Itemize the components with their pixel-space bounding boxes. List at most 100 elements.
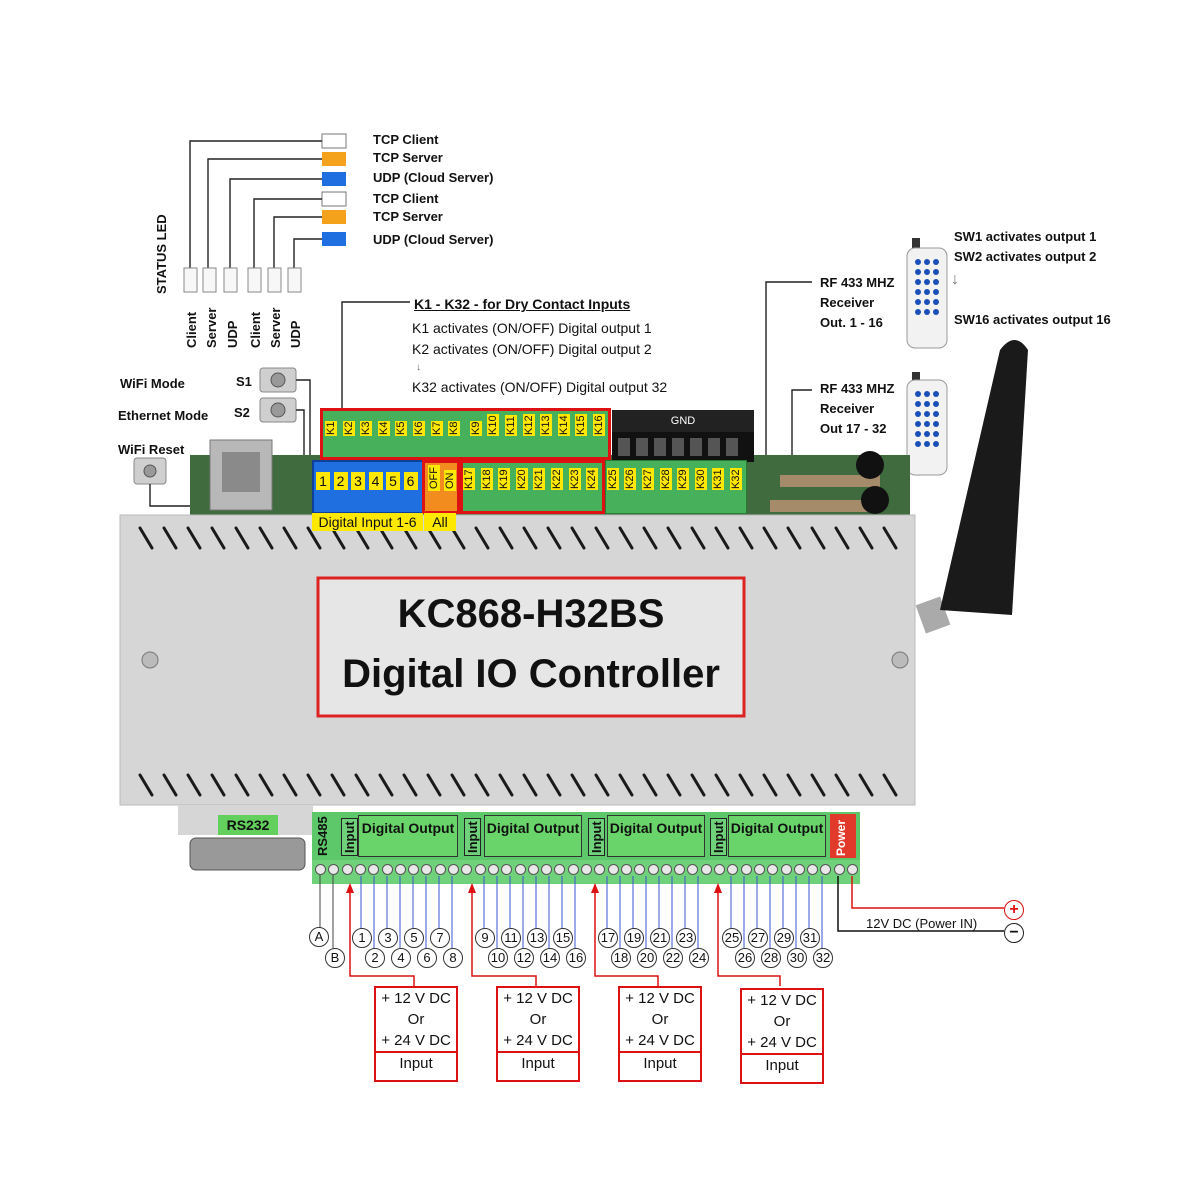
digital-input-terminal: 2 xyxy=(333,472,348,490)
screw-terminal xyxy=(394,864,406,875)
wifi-mode-label: WiFi Mode xyxy=(120,376,185,391)
remote-control-icon xyxy=(906,372,948,476)
output-number-label: 16 xyxy=(566,948,586,968)
legend-label: TCP Client xyxy=(373,132,439,147)
all-label: All xyxy=(424,513,456,531)
digital-output-label-1: Digital Output xyxy=(358,815,458,857)
screw-terminal xyxy=(753,864,765,875)
output-number-label: 8 xyxy=(443,948,463,968)
screw-terminal xyxy=(807,864,819,875)
screw-terminal xyxy=(448,864,459,875)
output-number-label: 26 xyxy=(735,948,755,968)
output-number-label: 19 xyxy=(624,928,644,948)
gnd-label: GND xyxy=(670,415,696,427)
screw-icon xyxy=(891,651,909,669)
output-number-label: 17 xyxy=(598,928,618,948)
screw-terminal xyxy=(527,864,539,875)
swatch-udp-2 xyxy=(322,232,346,246)
swatch-tcp-server-2 xyxy=(322,210,346,224)
s1-button[interactable] xyxy=(259,367,297,393)
output-number-label: 3 xyxy=(378,928,398,948)
screw-terminal xyxy=(620,864,632,875)
device-model: KC868-H32BS xyxy=(397,592,665,636)
screw-terminal xyxy=(727,864,739,875)
output-number-label: 11 xyxy=(501,928,521,948)
wifi-reset-button[interactable] xyxy=(133,457,167,485)
screw-terminal xyxy=(594,864,606,875)
rs232-label: RS232 xyxy=(218,815,278,835)
digital-output-label-2: Digital Output xyxy=(484,815,582,857)
screw-terminal xyxy=(674,864,686,875)
digital-input-terminal: 1 xyxy=(316,472,330,490)
digital-input-terminal: 6 xyxy=(403,472,418,490)
screw-terminal xyxy=(700,864,712,875)
output-number-label: 23 xyxy=(676,928,696,948)
screw-terminal xyxy=(647,864,659,875)
screw-terminal xyxy=(554,864,566,875)
output-number-label: 18 xyxy=(611,948,631,968)
screw-terminal xyxy=(461,864,473,875)
screw-terminal xyxy=(487,864,499,875)
gnd-header xyxy=(612,410,754,432)
sw1-note: SW1 activates output 1 xyxy=(954,229,1097,244)
screw-terminal xyxy=(660,864,672,875)
db9-connector xyxy=(189,837,306,871)
output-number-label: 9 xyxy=(475,928,495,948)
output-number-label: 24 xyxy=(689,948,709,968)
screw-terminal xyxy=(687,864,699,875)
output-number-label: 28 xyxy=(761,948,781,968)
legend-label: TCP Client xyxy=(373,191,439,206)
output-number-label: B xyxy=(325,948,345,968)
screw-terminal xyxy=(341,864,353,875)
output-number-label: 5 xyxy=(404,928,424,948)
output-number-label: 15 xyxy=(553,928,573,948)
screw-terminal xyxy=(421,864,433,875)
digital-output-label-4: Digital Output xyxy=(728,815,826,857)
screw-terminal xyxy=(354,864,366,875)
swatch-udp-1 xyxy=(322,172,346,186)
screw-terminal xyxy=(434,864,446,875)
screw-terminal xyxy=(740,864,752,875)
screw-terminal xyxy=(714,864,725,875)
dry-contact-line3: K32 activates (ON/OFF) Digital output 32 xyxy=(412,379,668,395)
sw16-note: SW16 activates output 16 xyxy=(954,312,1111,327)
output-number-label: 27 xyxy=(748,928,768,948)
power-in-label: 12V DC (Power IN) xyxy=(866,916,978,931)
screw-terminal xyxy=(780,864,792,875)
screw-terminal xyxy=(514,864,526,875)
output-number-label: 10 xyxy=(488,948,508,968)
output-number-label: 31 xyxy=(800,928,820,948)
dry-contact-title: K1 - K32 - for Dry Contact Inputs xyxy=(414,296,631,312)
screw-terminal xyxy=(474,864,486,875)
screw-terminal xyxy=(315,864,326,875)
ethernet-mode-label: Ethernet Mode xyxy=(118,408,209,423)
output-number-label: 12 xyxy=(514,948,534,968)
digital-input-terminal: 4 xyxy=(368,472,383,490)
output-number-label: 14 xyxy=(540,948,560,968)
digital-input-terminal: 5 xyxy=(386,472,400,490)
arrow-down-icon: ↓ xyxy=(416,362,421,373)
screw-terminal xyxy=(541,864,553,875)
output-number-label: 2 xyxy=(365,948,385,968)
screw-terminal xyxy=(567,864,579,875)
output-number-label: A xyxy=(309,927,329,947)
remote-control-icon xyxy=(906,238,948,349)
swatch-tcp-server-1 xyxy=(322,152,346,166)
output-number-label: 1 xyxy=(352,928,372,948)
screw-terminal xyxy=(847,864,858,875)
output-number-label: 4 xyxy=(391,948,411,968)
legend-label: UDP (Cloud Server) xyxy=(373,232,494,247)
screw-terminal xyxy=(607,864,619,875)
legend-label: TCP Server xyxy=(373,209,443,224)
screw-terminal xyxy=(793,864,805,875)
status-led-wiring xyxy=(183,133,347,293)
dry-contact-line1: K1 activates (ON/OFF) Digital output 1 xyxy=(412,320,652,336)
wifi-reset-label: WiFi Reset xyxy=(118,442,185,457)
screw-terminal xyxy=(820,864,832,875)
screw-terminal xyxy=(767,864,779,875)
plus-terminal-icon: + xyxy=(1004,900,1024,920)
